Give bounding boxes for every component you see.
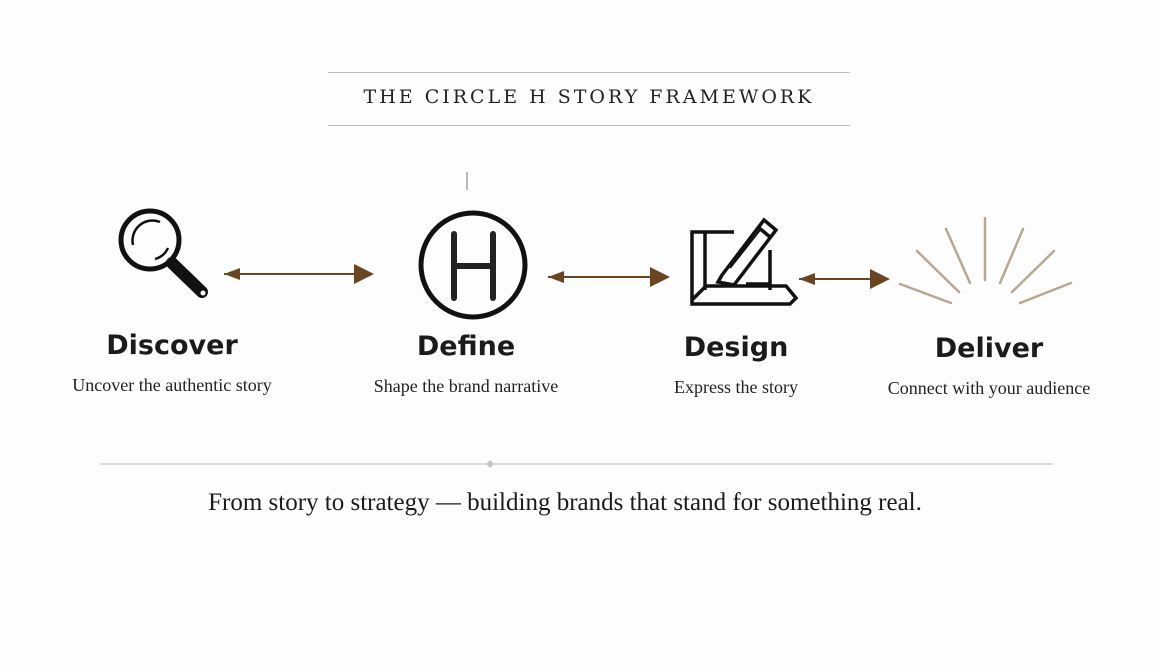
step-title: Define — [416, 331, 516, 362]
step-description: Connect with your audience — [887, 378, 1091, 398]
step-define: Define Shape the brand narrative — [316, 331, 616, 397]
title-top-rule — [328, 72, 850, 73]
tagline: From story to strategy — building brands… — [208, 489, 922, 516]
page-title: THE CIRCLE H STORY FRAMEWORK — [363, 86, 815, 108]
pencil-drawing-icon — [690, 217, 799, 306]
step-title: Deliver — [934, 333, 1044, 364]
step-description: Uncover the authentic story — [72, 375, 272, 395]
step-title: Design — [683, 332, 789, 363]
step-description: Shape the brand narrative — [373, 376, 559, 396]
title-bottom-rule — [328, 125, 850, 126]
step-title: Discover — [106, 330, 238, 361]
step-discover: Discover Uncover the authentic story — [22, 330, 322, 396]
radiating-rays-icon — [898, 216, 1073, 305]
step-description: Express the story — [674, 377, 798, 397]
step-deliver: Deliver Connect with your audience — [839, 333, 1139, 399]
magnifier-icon — [118, 208, 208, 298]
divider-diamond — [486, 460, 494, 468]
step-design: Design Express the story — [586, 332, 886, 398]
circle-h-icon — [418, 210, 528, 320]
